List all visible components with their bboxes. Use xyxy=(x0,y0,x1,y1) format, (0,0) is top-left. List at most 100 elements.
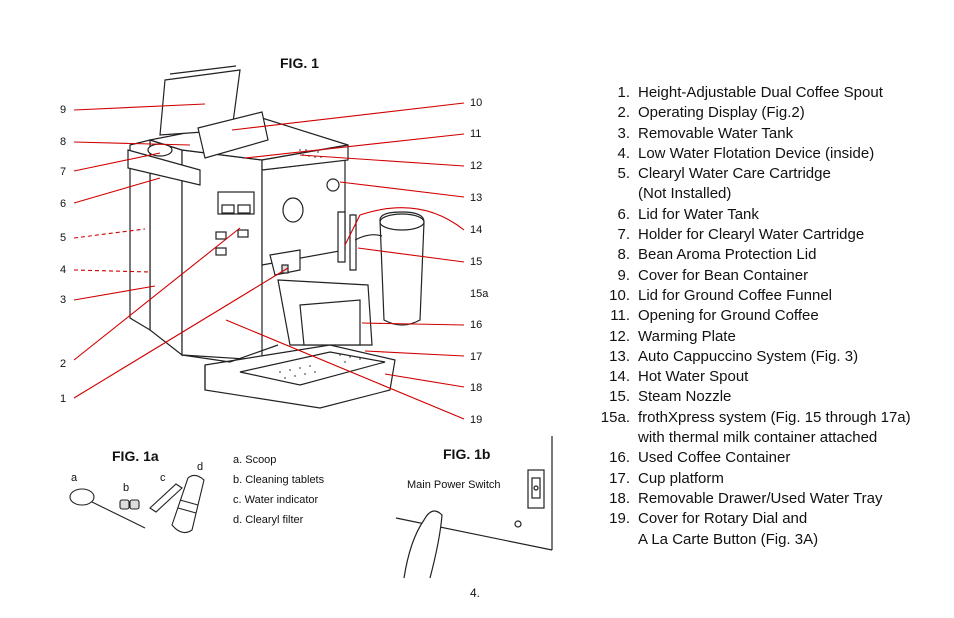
part-description: Warming Plate xyxy=(638,327,736,345)
caption-cleaning-tablets: b. Cleaning tablets xyxy=(233,474,325,486)
fig1b-title: FIG. 1b xyxy=(443,446,491,462)
parts-list-item: 12. Warming Plate xyxy=(592,328,937,348)
part-number: 1. xyxy=(617,84,630,101)
fig1a-letter-c: c xyxy=(160,472,166,484)
part-number: 8. xyxy=(617,246,630,264)
part-description: Lid for Water Tank xyxy=(638,205,759,223)
fig1a-title: FIG. 1a xyxy=(112,448,159,464)
part-number: 13. xyxy=(609,347,630,365)
part-number: 17. xyxy=(609,469,630,487)
part-number: 12. xyxy=(609,327,630,345)
parts-list-item: 11. Opening for Ground Coffee xyxy=(592,307,937,327)
part-description: (Not Installed) xyxy=(638,185,732,203)
part-number: 9. xyxy=(617,266,630,284)
parts-list-item: 13. Auto Cappuccino System (Fig. 3) xyxy=(592,348,937,368)
part-description: Cup platform xyxy=(638,469,724,487)
part-number: 11. xyxy=(610,307,630,325)
part-number: 14. xyxy=(609,368,630,386)
part-description: Operating Display (Fig.2) xyxy=(638,104,805,122)
callout-9: 9 xyxy=(60,104,67,116)
part-description: Used Coffee Container xyxy=(638,449,791,467)
parts-list-item: 10. Lid for Ground Coffee Funnel xyxy=(592,287,937,307)
caption-scoop: a. Scoop xyxy=(233,454,277,466)
part-description: with thermal milk container attached xyxy=(638,429,878,447)
part-description: Removable Drawer/Used Water Tray xyxy=(638,489,883,507)
part-number: 4. xyxy=(617,144,630,162)
callout-17: 17 xyxy=(470,351,483,363)
callout-15a: 15a xyxy=(470,288,489,300)
part-description: Holder for Clearyl Water Cartridge xyxy=(638,226,865,244)
caption-clearyl-filter: d. Clearyl filter xyxy=(233,514,304,526)
part-description: Hot Water Spout xyxy=(638,368,749,386)
parts-list-item: 14. Hot Water Spout xyxy=(592,368,937,388)
part-description: Steam Nozzle xyxy=(638,388,732,406)
callout-15: 15 xyxy=(470,256,483,268)
part-description: Height-Adjustable Dual Coffee Spout xyxy=(638,84,883,101)
part-description: A La Carte Button (Fig. 3A) xyxy=(638,530,819,548)
parts-list: 1. Height-Adjustable Dual Coffee Spout 2. O… xyxy=(592,84,937,551)
part-number: 19. xyxy=(609,510,630,528)
callout-2: 2 xyxy=(60,358,67,370)
page-number: 4. xyxy=(470,586,481,600)
part-number: 5. xyxy=(617,165,630,183)
part-description: frothXpress system (Fig. 15 through 17a) xyxy=(638,408,911,426)
part-description: Bean Aroma Protection Lid xyxy=(638,246,817,264)
part-number: 15a. xyxy=(600,408,630,426)
part-description: Cover for Bean Container xyxy=(638,266,809,284)
parts-list-item: 5. Clearyl Water Care Cartridge xyxy=(592,165,937,185)
callout-1: 1 xyxy=(60,393,67,405)
parts-list-item: 3. Removable Water Tank xyxy=(592,125,937,145)
fig1a-letter-a: a xyxy=(71,472,78,484)
callout-8: 8 xyxy=(60,136,67,148)
parts-list-item: 8. Bean Aroma Protection Lid xyxy=(592,246,937,266)
callout-5: 5 xyxy=(60,232,67,244)
parts-list-item: 15. Steam Nozzle xyxy=(592,388,937,408)
callout-6: 6 xyxy=(60,198,67,210)
parts-list-item: 18. Removable Drawer/Used Water Tray xyxy=(592,490,937,510)
callout-16: 16 xyxy=(470,319,483,331)
fig1-title: FIG. 1 xyxy=(280,55,319,71)
parts-list-item: 1. Height-Adjustable Dual Coffee Spout xyxy=(592,84,937,104)
part-number: 7. xyxy=(617,226,630,244)
part-description: Low Water Flotation Device (inside) xyxy=(638,144,875,162)
parts-list-item: 6. Lid for Water Tank xyxy=(592,206,937,226)
fig1a-letter-b: b xyxy=(123,482,130,494)
part-number: 2. xyxy=(617,104,630,122)
callout-12: 12 xyxy=(470,160,483,172)
callout-18: 18 xyxy=(470,382,483,394)
callout-14: 14 xyxy=(470,224,483,236)
callout-19: 19 xyxy=(470,414,483,426)
parts-list-item: A La Carte Button (Fig. 3A) xyxy=(592,531,937,551)
callout-13: 13 xyxy=(470,192,483,204)
parts-list-item: 9. Cover for Bean Container xyxy=(592,267,937,287)
part-number: 18. xyxy=(609,489,630,507)
callout-10: 10 xyxy=(470,97,483,109)
part-description: Lid for Ground Coffee Funnel xyxy=(638,286,833,304)
part-description: Clearyl Water Care Cartridge xyxy=(638,165,831,183)
caption-water-indicator: c. Water indicator xyxy=(233,494,319,506)
parts-list-item: with thermal milk container attached xyxy=(592,429,937,449)
callout-4: 4 xyxy=(60,264,67,276)
fig1a-letter-d: d xyxy=(197,461,204,473)
part-number: 10. xyxy=(609,286,630,304)
part-description: Auto Cappuccino System (Fig. 3) xyxy=(638,347,859,365)
parts-list-item: 17. Cup platform xyxy=(592,470,937,490)
part-description: Removable Water Tank xyxy=(638,124,794,142)
parts-list-item: 7. Holder for Clearyl Water Cartridge xyxy=(592,226,937,246)
parts-list-item: 2. Operating Display (Fig.2) xyxy=(592,104,937,124)
callout-11: 11 xyxy=(470,128,482,140)
parts-list-item: 16.Used Coffee Container xyxy=(592,449,937,469)
part-description: Opening for Ground Coffee xyxy=(638,307,819,325)
part-number: 6. xyxy=(617,205,630,223)
part-number: 15. xyxy=(609,388,630,406)
main-power-switch-label: Main Power Switch xyxy=(407,479,501,491)
part-description: Cover for Rotary Dial and xyxy=(638,510,808,528)
parts-list-item: 4. Low Water Flotation Device (inside) xyxy=(592,145,937,165)
parts-list-item: 15a. frothXpress system (Fig. 15 through … xyxy=(592,409,937,429)
callout-7: 7 xyxy=(60,166,67,178)
parts-list-item: 19. Cover for Rotary Dial and xyxy=(592,510,937,530)
parts-list-item: (Not Installed) xyxy=(592,185,937,205)
part-number: 3. xyxy=(617,124,630,142)
callout-3: 3 xyxy=(60,294,67,306)
